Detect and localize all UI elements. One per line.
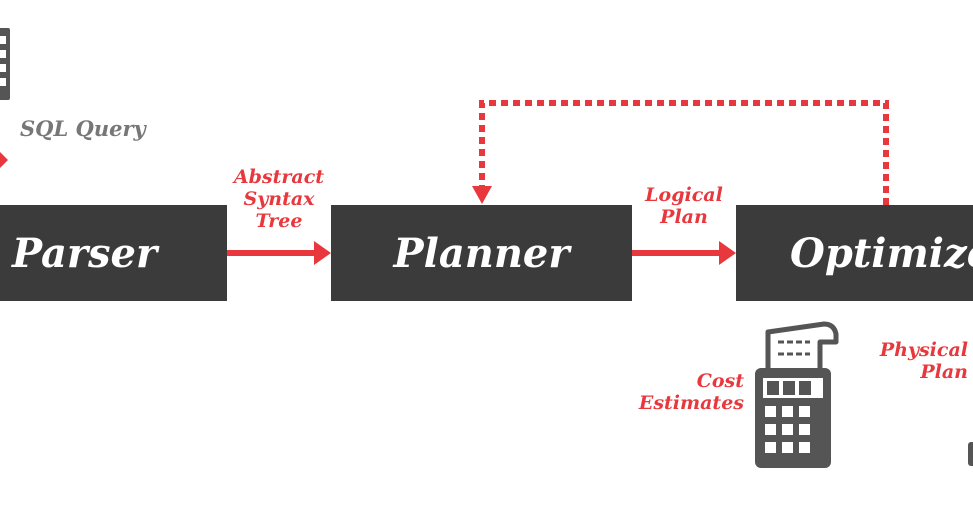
ast-line-3: Tree [255,210,303,232]
arrow-planner-to-optimizer [632,241,736,265]
physical-line-2: Plan [920,361,968,383]
ast-line-2: Syntax [243,188,315,210]
sql-query-label: SQL Query [20,118,146,140]
planner-node: Planner [331,205,632,301]
arrow-parser-to-planner [227,241,331,265]
sql-input-arrow [0,152,8,168]
cost-estimates-label: Cost Estimates [620,370,744,414]
cost-line-2: Estimates [638,392,744,414]
optimizer-label: Optimizer [790,229,973,277]
parser-label: Parser [12,229,158,277]
logical-plan-label: Logical Plan [632,184,736,228]
partial-icon-edge [968,442,973,466]
sql-query-text: SQL Query [20,116,146,141]
physical-line-1: Physical [879,339,968,361]
document-icon [0,28,10,100]
logical-line-2: Plan [660,206,708,228]
feedback-loop-arrow [472,100,889,205]
ast-line-1: Abstract [233,166,325,188]
cost-line-1: Cost [696,370,744,392]
physical-plan-label: Physical Plan [858,339,968,383]
abstract-syntax-tree-label: Abstract Syntax Tree [227,166,331,232]
parser-node: Parser [0,205,227,301]
planner-label: Planner [393,229,570,277]
calculator-icon [755,321,839,468]
logical-line-1: Logical [645,184,723,206]
optimizer-node: Optimizer [736,205,973,301]
